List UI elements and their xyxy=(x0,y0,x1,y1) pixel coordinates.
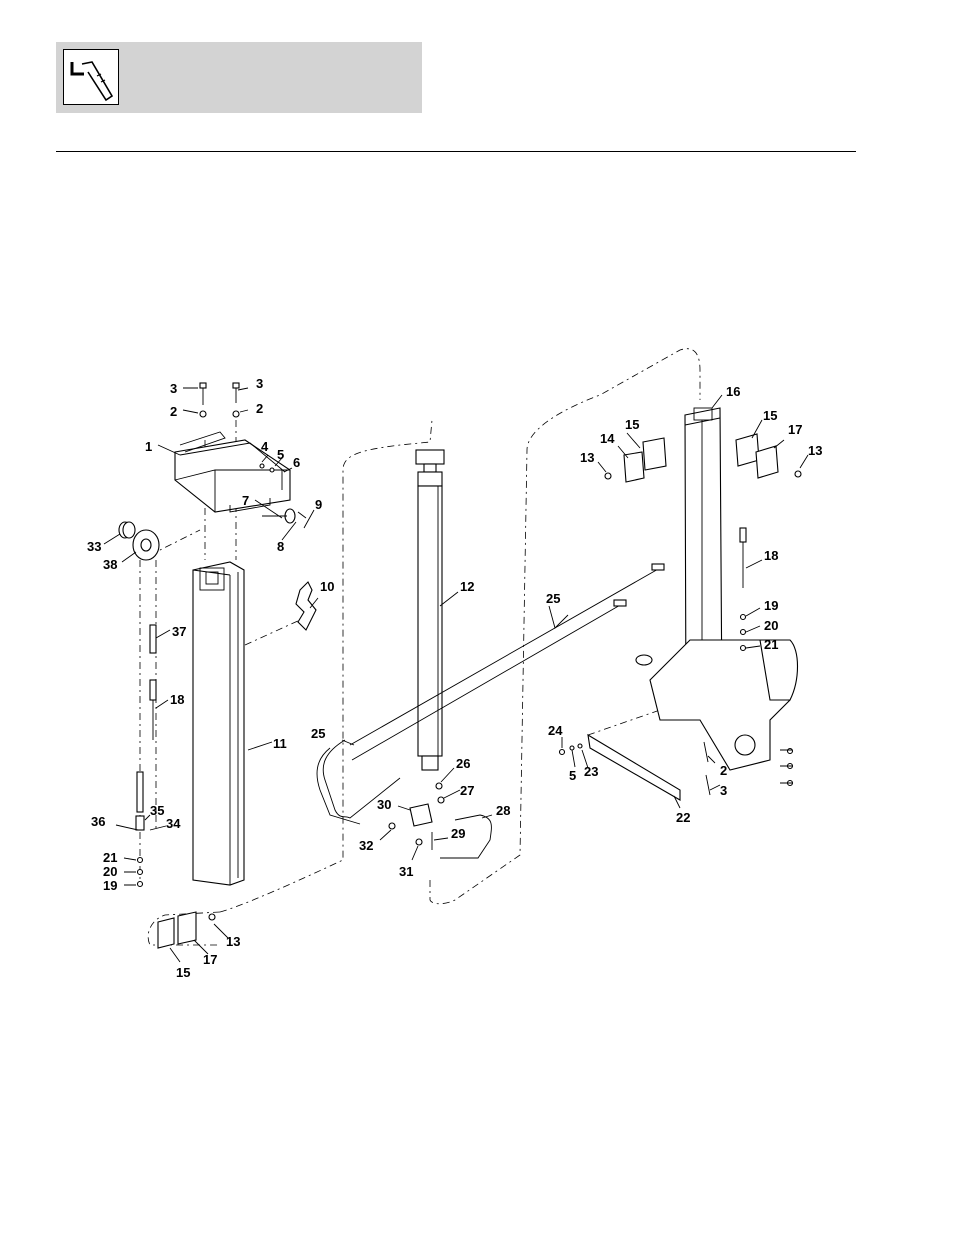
callout-34: 34 xyxy=(166,816,181,831)
callout-7: 7 xyxy=(242,493,249,508)
callout-17-right: 17 xyxy=(788,422,802,437)
callout-13-right-b: 13 xyxy=(808,443,822,458)
callout-36: 36 xyxy=(91,814,105,829)
callout-28: 28 xyxy=(496,803,510,818)
fittings-parts-26-32 xyxy=(388,782,445,850)
callout-6: 6 xyxy=(293,455,300,470)
cylinder-part-12 xyxy=(415,449,445,771)
callout-35: 35 xyxy=(150,803,164,818)
callout-4: 4 xyxy=(261,439,269,454)
callout-5-bottom: 5 xyxy=(569,768,576,783)
callout-15-bottom-left: 15 xyxy=(176,965,190,980)
callout-21-left: 21 xyxy=(103,850,117,865)
callout-27: 27 xyxy=(460,783,474,798)
callout-20-left: 20 xyxy=(103,864,117,879)
callout-21-right: 21 xyxy=(764,637,778,652)
bolt-washer-2-3-left xyxy=(199,382,240,418)
callout-30: 30 xyxy=(377,797,391,812)
callout-8: 8 xyxy=(277,539,284,554)
callout-11: 11 xyxy=(273,736,287,751)
callout-3-right: 3 xyxy=(720,783,727,798)
callout-33: 33 xyxy=(87,539,101,554)
assembly-guide-10 xyxy=(244,619,301,646)
cable-assembly-left xyxy=(135,560,157,888)
callout-19-right: 19 xyxy=(764,598,778,613)
callout-2-right: 2 xyxy=(720,763,727,778)
hydraulic-hoses-25-28 xyxy=(316,563,665,859)
sheave-parts-33-38 xyxy=(118,521,160,561)
callout-16: 16 xyxy=(726,384,740,399)
callout-18-right: 18 xyxy=(764,548,778,563)
cover-part-22 xyxy=(587,733,681,801)
callout-15-right-a: 15 xyxy=(625,417,639,432)
plates-15-17-bottom-left xyxy=(157,911,216,949)
assembly-guide-22 xyxy=(587,709,661,736)
pin-parts-4-9 xyxy=(259,463,307,524)
callout-26: 26 xyxy=(456,756,470,771)
column-part-16 xyxy=(635,407,798,771)
callout-24: 24 xyxy=(548,723,563,738)
callout-3-mid: 3 xyxy=(256,376,263,391)
callout-38: 38 xyxy=(103,557,117,572)
callout-15-right-b: 15 xyxy=(763,408,777,423)
callout-2-left: 2 xyxy=(170,404,177,419)
callout-23: 23 xyxy=(584,764,598,779)
callout-25-top: 25 xyxy=(546,591,560,606)
callout-37: 37 xyxy=(172,624,186,639)
callout-2-mid: 2 xyxy=(256,401,263,416)
callout-20-right: 20 xyxy=(764,618,778,633)
callout-5-top: 5 xyxy=(277,447,284,462)
assembly-outline-right xyxy=(429,348,701,905)
callout-31: 31 xyxy=(399,864,413,879)
callout-10: 10 xyxy=(320,579,334,594)
callout-22: 22 xyxy=(676,810,690,825)
callout-labels: 1 2 2 2 3 3 3 4 5 5 6 7 8 9 10 11 12 13 … xyxy=(87,376,822,980)
callout-12: 12 xyxy=(460,579,474,594)
cable-end-18-right xyxy=(739,527,747,652)
callout-13-right-a: 13 xyxy=(580,450,594,465)
callout-13-bottom-left: 13 xyxy=(226,934,240,949)
column-part-11 xyxy=(192,561,245,886)
wrench-tool-icon xyxy=(63,49,119,105)
assembly-outline-bottom xyxy=(147,911,221,946)
callout-19-left: 19 xyxy=(103,878,117,893)
clip-part-10 xyxy=(295,581,317,631)
leader-lines xyxy=(103,387,809,963)
callout-17-bottom-left: 17 xyxy=(203,952,217,967)
callout-18-left: 18 xyxy=(170,692,184,707)
callout-14: 14 xyxy=(600,431,615,446)
header-rule xyxy=(56,151,856,152)
callout-32: 32 xyxy=(359,838,373,853)
bracket-part-1 xyxy=(174,431,291,513)
callout-9: 9 xyxy=(315,497,322,512)
callout-1: 1 xyxy=(145,439,152,454)
callout-3-left: 3 xyxy=(170,381,177,396)
callout-25-left: 25 xyxy=(311,726,325,741)
callout-29: 29 xyxy=(451,826,465,841)
plates-14-15-17-right xyxy=(604,433,802,483)
